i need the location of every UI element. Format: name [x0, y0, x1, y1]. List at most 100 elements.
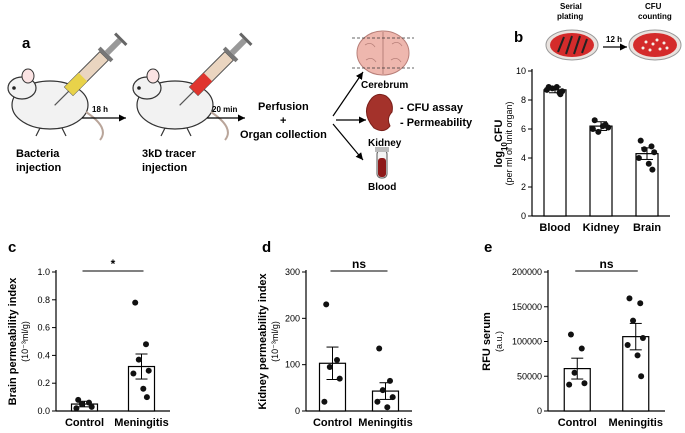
- assay-cfu: - CFU assay: [400, 102, 464, 114]
- data-point: [132, 299, 139, 306]
- category-label: Control: [65, 417, 104, 429]
- step1-label-line2: injection: [16, 162, 62, 174]
- data-point: [557, 91, 564, 98]
- panel-b: b Serial plating 12 h CFU counting: [514, 2, 682, 61]
- data-point: [630, 317, 637, 324]
- step2-label-line1: 3kD tracer: [142, 148, 197, 160]
- plating-label-line2: plating: [557, 12, 583, 21]
- category-label: Blood: [539, 222, 570, 234]
- arrow1-time: 18 h: [92, 105, 108, 114]
- y-tick-label: 150000: [512, 302, 542, 312]
- mouse-2-icon: [132, 68, 229, 141]
- y-tick-label: 1.0: [37, 267, 50, 277]
- y-tick-label: 50000: [517, 371, 542, 381]
- y-tick-label: 0.8: [37, 295, 50, 305]
- y-tick-label: 0: [295, 406, 300, 416]
- kidney-icon: [366, 93, 393, 132]
- panel-e-label: e: [484, 239, 492, 256]
- bar-blood: [543, 89, 567, 217]
- y-tick-label: 6: [521, 124, 526, 134]
- y-tick-label: 0.4: [37, 350, 50, 360]
- data-point: [130, 370, 137, 377]
- arrow-to-brain: [332, 71, 364, 117]
- y-tick-label: 200: [285, 313, 300, 323]
- data-point: [334, 357, 340, 364]
- data-point: [88, 403, 95, 410]
- y-tick-label: 0.0: [37, 406, 50, 416]
- data-point: [78, 401, 85, 408]
- mouse-1-icon: [7, 68, 104, 141]
- y-tick-label: 0.6: [37, 323, 50, 333]
- data-point: [641, 146, 648, 153]
- y-axis-sublabel: (per ml or unit organ): [504, 101, 514, 185]
- panel-a-label: a: [22, 35, 31, 52]
- y-tick-label: 0: [521, 211, 526, 221]
- data-point: [145, 367, 152, 374]
- step3-label-line2: +: [280, 115, 286, 127]
- data-point: [591, 117, 598, 124]
- panel-c-label: c: [8, 239, 16, 256]
- data-point: [649, 166, 656, 173]
- y-tick-label: 8: [521, 95, 526, 105]
- data-point: [595, 128, 602, 135]
- y-axis-label: log10CFU: [493, 119, 509, 167]
- y-tick-label: 200000: [512, 267, 542, 277]
- data-point: [135, 356, 142, 363]
- category-label: Kidney: [583, 222, 621, 234]
- category-label: Brain: [633, 222, 661, 234]
- data-point: [553, 83, 560, 90]
- y-axis-label: RFU serum: [481, 312, 493, 371]
- syringe-bacteria-icon: [54, 32, 128, 106]
- data-point: [321, 398, 328, 405]
- incubation-time: 12 h: [606, 35, 622, 44]
- panel-a: a Bacteria injection 18 h: [7, 30, 473, 193]
- y-tick-label: 100: [285, 360, 300, 370]
- y-tick-label: 300: [285, 267, 300, 277]
- step2-label-line2: injection: [142, 162, 188, 174]
- data-point: [374, 398, 381, 405]
- bar-kidney: [589, 125, 613, 217]
- category-label: Control: [313, 417, 352, 429]
- plating-label-line1: Serial: [560, 2, 582, 11]
- category-label: Meningitis: [609, 417, 663, 429]
- organ-kidney: Kidney: [368, 138, 402, 149]
- panel-b-label: b: [514, 29, 523, 46]
- y-axis-sublabel: (10⁻³ml/g): [270, 321, 280, 362]
- data-point: [637, 300, 644, 307]
- data-point: [336, 375, 343, 382]
- y-axis-label: Kidney permeability index: [257, 272, 269, 409]
- data-point: [75, 396, 82, 403]
- data-point: [634, 352, 641, 359]
- data-point: [589, 126, 596, 132]
- data-point: [387, 377, 393, 384]
- data-point: [143, 341, 149, 348]
- data-point: [578, 345, 585, 352]
- data-point: [648, 143, 655, 150]
- data-point: [567, 331, 574, 338]
- counting-label-line1: CFU: [645, 2, 662, 11]
- data-point: [638, 373, 645, 380]
- organ-cerebrum: Cerebrum: [361, 80, 408, 91]
- category-label: Meningitis: [114, 417, 168, 429]
- counting-label-line2: counting: [638, 12, 672, 21]
- y-tick-label: 4: [521, 153, 526, 163]
- data-point: [605, 124, 612, 131]
- y-tick-label: 100000: [512, 337, 542, 347]
- organ-blood: Blood: [368, 182, 396, 193]
- significance-label: ns: [599, 257, 613, 271]
- y-tick-label: 2: [521, 182, 526, 192]
- data-point: [376, 345, 383, 352]
- data-point: [140, 385, 147, 392]
- arrow-to-blood: [332, 123, 364, 161]
- y-axis-label: Brain permeability index: [7, 277, 19, 406]
- category-label: Meningitis: [358, 417, 412, 429]
- data-point: [379, 387, 386, 394]
- data-point: [599, 123, 606, 130]
- blood-tube-icon: [375, 147, 389, 179]
- petri-dish-plating-icon: [545, 29, 599, 61]
